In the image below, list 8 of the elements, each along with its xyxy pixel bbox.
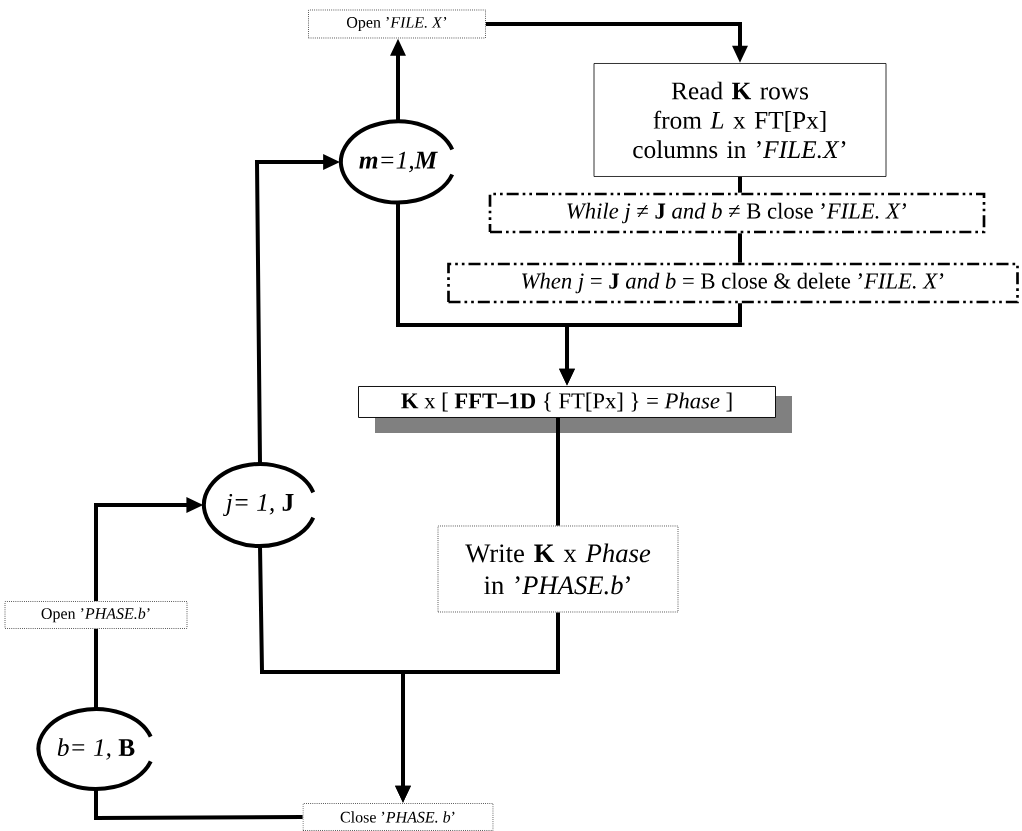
process-box: Close ’PHASE. b’ bbox=[302, 803, 494, 831]
condition-box: When j = J and b = B close & delete ’FILE. X’ bbox=[447, 262, 1019, 304]
process-box: Open ’FILE. X’ bbox=[308, 9, 486, 39]
process-box: K x [ FFT–1D { FT[Px] } = Phase ] bbox=[358, 386, 792, 433]
process-box: Open ’PHASE.b’ bbox=[4, 601, 188, 629]
process-box: Read K rows from L x FT[Px] columns in ’FILE.X’ bbox=[593, 63, 887, 177]
process-box: Write K x Phase in ’PHASE.b’ bbox=[437, 525, 679, 613]
condition-box: While j ≠ J and b ≠ B close ’FILE. X’ bbox=[488, 192, 986, 234]
